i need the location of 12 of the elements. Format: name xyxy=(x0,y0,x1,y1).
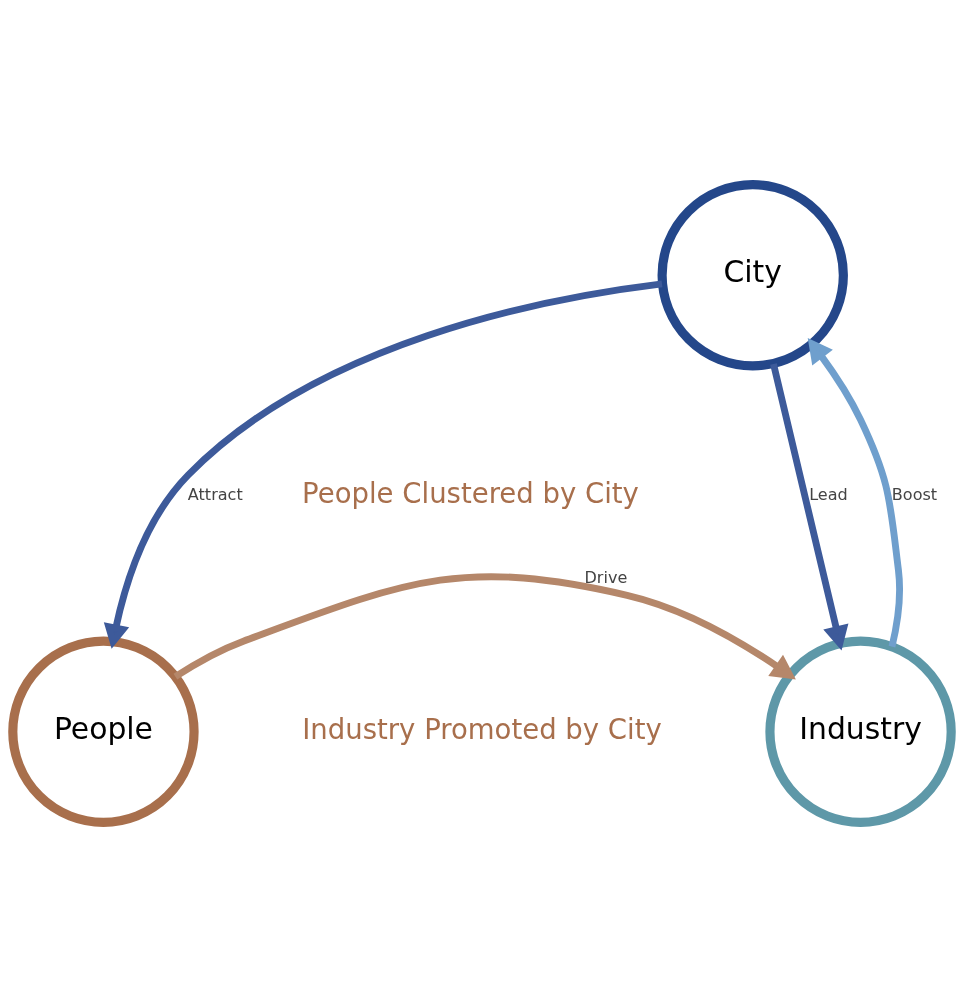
node-circle: People xyxy=(8,636,199,827)
edge-label: Drive xyxy=(584,567,628,587)
arrow xyxy=(770,362,849,651)
arrow xyxy=(103,279,663,649)
edge-label: Lead xyxy=(809,484,848,504)
edge-label: Boost xyxy=(891,484,938,504)
edge-label: Attract xyxy=(187,484,243,504)
arrow xyxy=(807,337,903,647)
node-circle: City xyxy=(657,179,848,370)
arrow xyxy=(173,572,796,680)
label: Industry Promoted by City xyxy=(302,712,662,745)
label: People Clustered by City xyxy=(302,476,639,509)
